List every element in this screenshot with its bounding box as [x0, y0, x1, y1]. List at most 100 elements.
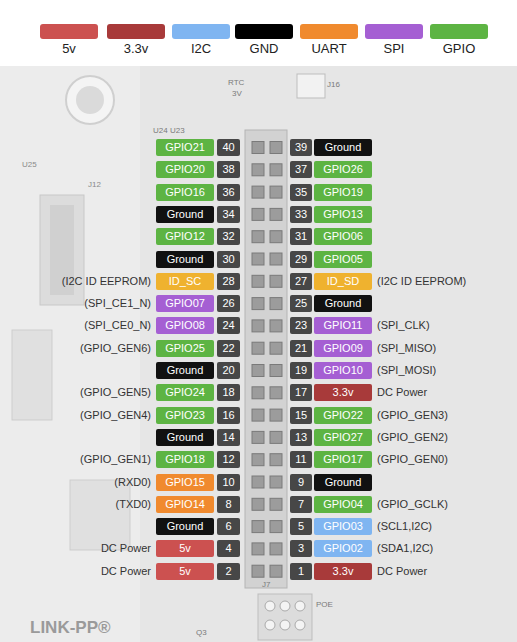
- header-pin: [270, 142, 282, 154]
- pin-number: 31: [295, 228, 307, 245]
- pin-number: 18: [222, 384, 234, 401]
- silkscreen-text: U24 U23: [153, 126, 185, 135]
- header-pin: [270, 231, 282, 243]
- pin-number-box: 10: [217, 474, 240, 491]
- legend-swatch: [172, 24, 230, 39]
- pin-number: 30: [222, 251, 234, 268]
- legend-swatch: [235, 24, 293, 39]
- pin-name: ID_SD: [327, 273, 359, 290]
- pin-number: 9: [298, 474, 304, 491]
- legend-text: 5v: [62, 41, 76, 56]
- pin-name: GPIO02: [323, 540, 363, 557]
- pin-number-box: 24: [217, 317, 240, 334]
- pin-number-box: 26: [217, 295, 240, 312]
- label-holder: (GPIO_GEN5): [80, 384, 151, 401]
- pin-number-box: 28: [217, 273, 240, 290]
- board: [0, 66, 517, 642]
- pin-name-box: GPIO26: [314, 161, 372, 178]
- pin-number: 26: [222, 295, 234, 312]
- header-pin: [270, 476, 282, 488]
- pin-number-box: 6: [217, 518, 240, 535]
- pin-name-box: Ground: [156, 429, 214, 446]
- header-pin: [252, 320, 264, 332]
- connector: [40, 195, 84, 305]
- label-holder: Q3: [196, 628, 207, 637]
- label-holder: DC Power: [101, 563, 151, 580]
- legend-text: GPIO: [443, 41, 476, 56]
- silkscreen-text: Q3: [196, 628, 207, 637]
- header-pin: [270, 164, 282, 176]
- signal-name: (TXD0): [116, 498, 151, 510]
- header-pin: [252, 498, 264, 510]
- pin-name: GPIO25: [165, 340, 205, 357]
- pin-name-box: GPIO24: [156, 384, 214, 401]
- pin-name-box: Ground: [314, 474, 372, 491]
- pin-number: 29: [295, 251, 307, 268]
- pin-name: GPIO03: [323, 518, 363, 535]
- pin-number: 12: [222, 451, 234, 468]
- signal-name: (I2C ID EEPROM): [62, 275, 151, 287]
- pin-name-box: Ground: [314, 295, 372, 312]
- label-holder: J7: [262, 580, 270, 589]
- legend-holder: I2C: [191, 41, 211, 56]
- pin-name: GPIO14: [165, 496, 205, 513]
- pin-name-box: ID_SC: [156, 273, 214, 290]
- pin-number: 14: [222, 429, 234, 446]
- label-holder: (SPI_CLK): [377, 317, 430, 334]
- pin-name-box: GPIO21: [156, 139, 214, 156]
- pin-number: 7: [298, 496, 304, 513]
- pin-name: Ground: [167, 251, 204, 268]
- header-pin: [270, 208, 282, 220]
- pin-number: 22: [222, 340, 234, 357]
- pin-number-box: 20: [217, 362, 240, 379]
- pin-number-box: 25: [290, 295, 312, 312]
- header-pin: [270, 543, 282, 555]
- pin-number: 23: [295, 317, 307, 334]
- signal-name: (SPI_CE0_N): [84, 319, 151, 331]
- pin-name-box: GPIO17: [314, 451, 372, 468]
- pin-number-box: 33: [290, 206, 312, 223]
- label-holder: (SPI_MISO): [377, 340, 436, 357]
- pin-name-box: GPIO07: [156, 295, 214, 312]
- pin-name-box: GPIO14: [156, 496, 214, 513]
- header-pin: [252, 454, 264, 466]
- pin-number-box: 14: [217, 429, 240, 446]
- pin-name-box: GPIO27: [314, 429, 372, 446]
- pin-name: GPIO27: [323, 429, 363, 446]
- label-holder: RTC: [228, 78, 244, 87]
- pin-name-box: GPIO18: [156, 451, 214, 468]
- component: [12, 330, 52, 420]
- pin-number: 38: [222, 161, 234, 178]
- pin-name-box: ID_SD: [314, 273, 372, 290]
- pin-name: GPIO19: [323, 184, 363, 201]
- pin-number-box: 32: [217, 228, 240, 245]
- label-holder: (I2C ID EEPROM): [62, 273, 151, 290]
- signal-name: (SPI_MISO): [377, 342, 436, 354]
- pin-number-box: 9: [290, 474, 312, 491]
- pin-number: 10: [222, 474, 234, 491]
- pin-name-box: GPIO06: [314, 228, 372, 245]
- pin-number: 6: [225, 518, 231, 535]
- pin-name: 5v: [179, 540, 191, 557]
- header-pin: [252, 164, 264, 176]
- pin-number-box: 36: [217, 184, 240, 201]
- header-pin: [252, 342, 264, 354]
- pin-number-box: 3: [290, 540, 312, 557]
- legend-holder: 3.3v: [124, 41, 149, 56]
- pin-number: 4: [225, 540, 231, 557]
- pin-name-box: 3.3v: [314, 384, 372, 401]
- pin-number-box: 37: [290, 161, 312, 178]
- pin-name: Ground: [167, 429, 204, 446]
- pin-number: 36: [222, 184, 234, 201]
- signal-name: (GPIO_GCLK): [377, 498, 448, 510]
- legend-text: GND: [250, 41, 279, 56]
- pin: [280, 601, 290, 611]
- pin-name: Ground: [325, 474, 362, 491]
- pin-name-box: GPIO02: [314, 540, 372, 557]
- legend-holder: 5v: [62, 41, 76, 56]
- header-pin: [252, 409, 264, 421]
- label-holder: LINK-PP®: [30, 618, 111, 638]
- pin: [265, 601, 275, 611]
- header-pin: [270, 253, 282, 265]
- signal-name: (GPIO_GEN2): [377, 431, 448, 443]
